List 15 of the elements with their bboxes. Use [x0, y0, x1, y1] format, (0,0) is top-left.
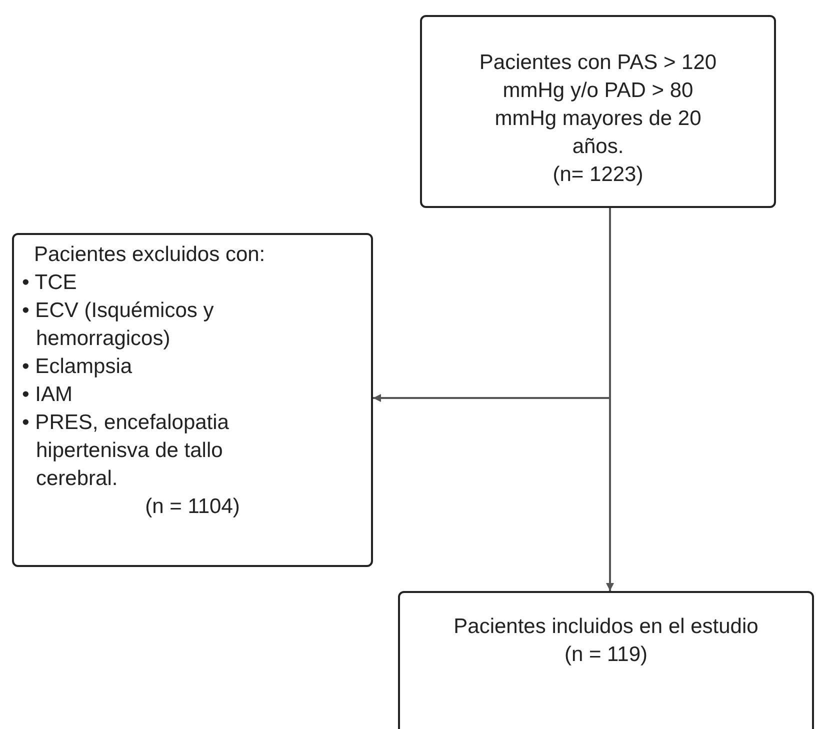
heading: Pacientes excluidos con: — [33, 242, 266, 268]
process-box — [398, 591, 814, 729]
arrow — [373, 208, 611, 402]
box-text: Pacientes incluidos en el estudio — [452, 614, 760, 640]
count-text: (n = 119) — [563, 642, 649, 668]
count-text: (n= 1223) — [552, 162, 644, 188]
process-box — [420, 15, 776, 208]
list-item: • Eclampsia — [22, 354, 134, 380]
process-box — [12, 233, 373, 567]
list-item: • PRES, encefalopatia hipertenisva de tallo cerebral. — [22, 410, 230, 492]
count-text: (n = 1104) — [144, 494, 241, 520]
box-text: Pacientes con PAS > 120 mmHg y/o PAD > 80 mmHg mayores de 20 años. — [478, 50, 718, 160]
list-item: • TCE — [22, 270, 78, 296]
list-item: • IAM — [22, 382, 74, 408]
list-item: • ECV (Isquémicos y hemorragicos) — [22, 298, 215, 352]
